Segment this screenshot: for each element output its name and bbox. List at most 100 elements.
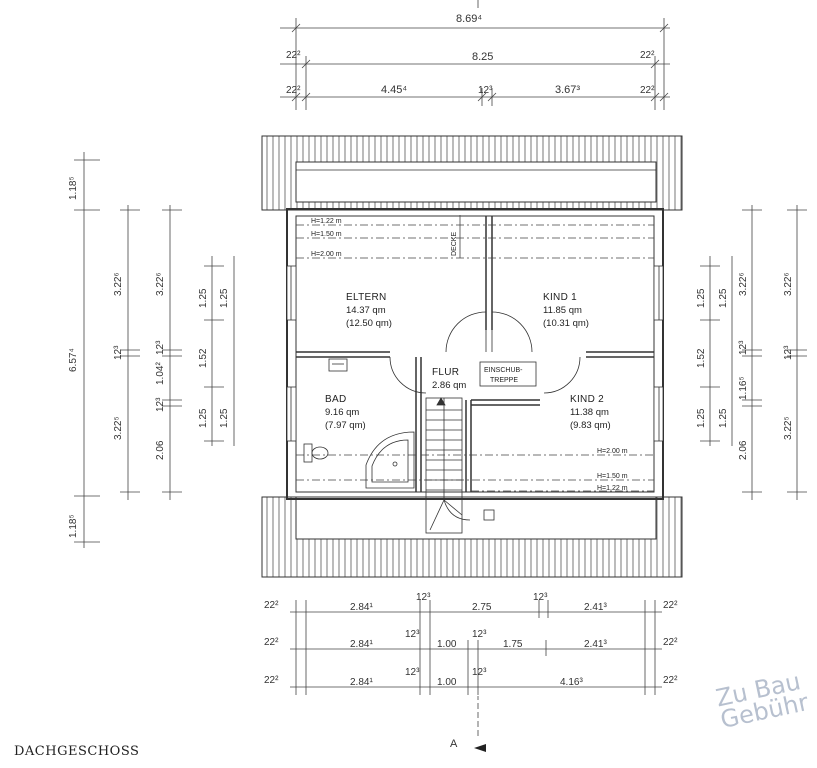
dim-right-c4-0: 3.22⁶: [783, 272, 794, 296]
dim-left-c4-1: 1.52: [198, 348, 209, 368]
height-label-150-top: H=1.50 m: [311, 231, 342, 238]
height-label-122-bottom: H=1.22 m: [597, 485, 628, 492]
dim-left-c3-2: 1.04²: [155, 362, 166, 385]
dim-top-total: 8.69⁴: [456, 13, 482, 25]
dim-bot-r1-4: 12³: [533, 592, 548, 603]
dim-top-r2-right: 22²: [640, 50, 655, 61]
dim-right-c2-0: 1.25: [718, 288, 729, 308]
ceiling-label: DECKE: [451, 232, 458, 256]
room-bad-area2: (7.97 qm): [325, 420, 366, 431]
dim-top-r3-b: 3.67³: [555, 84, 580, 96]
dim-left-c1-1: 6.57⁴: [68, 348, 79, 372]
dim-bot-r1-0: 22²: [264, 600, 279, 611]
dim-right-c3-0: 3.22⁶: [738, 272, 749, 296]
section-arrow-icon: [474, 744, 486, 752]
dim-left-c2-0: 3.22⁶: [113, 272, 124, 296]
room-bad-name: BAD: [325, 394, 346, 405]
roof-overhang-bottom: [261, 496, 683, 578]
room-eltern-area2: (12.50 qm): [346, 318, 392, 329]
dim-top-r3-right: 22²: [640, 85, 655, 96]
dim-left-c5-1: 1.25: [219, 408, 230, 428]
room-kind1-name: KIND 1: [543, 292, 577, 303]
room-labels: ELTERN 14.37 qm (12.50 qm) KIND 1 11.85 …: [325, 292, 611, 431]
slope-lines: [296, 215, 654, 492]
room-eltern-area: 14.37 qm: [346, 305, 386, 316]
room-bad-area: 9.16 qm: [325, 407, 359, 418]
dim-bot-r2-5: 1.75: [503, 639, 523, 650]
bottom-dimensions: [290, 600, 662, 736]
room-kind1-area: 11.85 qm: [543, 305, 582, 316]
right-dimensions: [700, 205, 807, 500]
dim-left-c3-4: 2.06: [155, 440, 166, 460]
dim-right-c2-1: 1.25: [718, 408, 729, 428]
height-label-200-top: H=2.00 m: [311, 251, 342, 258]
dim-left-c1-2: 1.18⁵: [68, 514, 79, 538]
dim-bot-r1-3: 2.75: [472, 602, 492, 613]
dim-bot-r2-4: 12³: [472, 629, 487, 640]
staircase: [425, 397, 495, 534]
dim-bot-r1-1: 2.84¹: [350, 602, 373, 613]
bathroom-fixtures: [303, 358, 415, 489]
room-kind2-name: KIND 2: [570, 394, 604, 405]
dim-left-c1-0: 1.18⁵: [68, 176, 79, 200]
windows: [286, 265, 664, 442]
room-kind2-area2: (9.83 qm): [570, 420, 611, 431]
height-label-200-bottom: H=2.00 m: [597, 448, 628, 455]
dim-bot-r1-5: 2.41³: [584, 602, 607, 613]
dim-bot-r1-6: 22²: [663, 600, 678, 611]
stair-label-line2: TREPPE: [490, 377, 518, 384]
stair-label-line1: EINSCHUB-: [484, 367, 523, 374]
room-kind2-area: 11.38 qm: [570, 407, 609, 418]
dim-bot-r2-2: 12³: [405, 629, 420, 640]
dim-bot-r2-6: 2.41³: [584, 639, 607, 650]
dim-bot-r3-5: 4.16³: [560, 677, 583, 688]
top-dimension-labels: 8.69⁴ 22² 8.25 22² 22² 4.45⁴ 12³ 3.67³ 2…: [286, 13, 655, 96]
roof-overhang-top: [261, 135, 683, 211]
dim-right-c3-2: 1.16⁵: [738, 376, 749, 400]
dim-bot-r3-1: 2.84¹: [350, 677, 373, 688]
dim-bot-r3-3: 1.00: [437, 677, 457, 688]
room-flur-name: FLUR: [432, 367, 459, 378]
dim-left-c2-2: 3.22⁵: [113, 416, 124, 440]
height-label-150-bottom: H=1.50 m: [597, 473, 628, 480]
room-flur-area: 2.86 qm: [432, 380, 466, 391]
left-dimensions: [74, 152, 235, 548]
section-marker-label: A: [450, 738, 458, 750]
dim-left-c5-0: 1.25: [219, 288, 230, 308]
room-kind1-area2: (10.31 qm): [543, 318, 589, 329]
walls: [286, 208, 664, 500]
dim-left-c3-3: 12³: [155, 397, 166, 412]
dim-left-c2-1: 12³: [113, 345, 124, 360]
dim-bot-r2-3: 1.00: [437, 639, 457, 650]
dim-top-r2-left: 22²: [286, 50, 301, 61]
drawing-title: DACHGESCHOSS: [14, 744, 140, 759]
dim-top-r2-mid: 8.25: [472, 51, 493, 63]
dim-left-c3-0: 3.22⁶: [155, 272, 166, 296]
dim-bot-r2-0: 22²: [264, 637, 279, 648]
door-swings: [389, 311, 581, 394]
annotation-labels: EINSCHUB- TREPPE DECKE H=1.22 m H=1.50 m…: [311, 218, 628, 492]
dim-bot-r2-7: 22²: [663, 637, 678, 648]
dim-left-c3-1: 12³: [155, 340, 166, 355]
top-dimensions: [280, 0, 670, 110]
dim-bot-r3-2: 12³: [405, 667, 420, 678]
dim-right-c4-2: 3.22⁵: [783, 416, 794, 440]
dim-top-r3-mid: 12³: [478, 85, 493, 96]
height-label-122-top: H=1.22 m: [311, 218, 342, 225]
dim-bot-r3-6: 22²: [663, 675, 678, 686]
dim-right-c1-0: 1.25: [696, 288, 707, 308]
right-dimension-labels: 1.25 1.52 1.25 1.25 1.25 3.22⁶ 12³ 1.16⁵…: [696, 272, 794, 460]
dim-top-r3-a: 4.45⁴: [381, 84, 407, 96]
dim-top-r3-left: 22²: [286, 85, 301, 96]
dim-left-c4-0: 1.25: [198, 288, 209, 308]
dim-left-c4-2: 1.25: [198, 408, 209, 428]
dim-right-c1-1: 1.52: [696, 348, 707, 368]
dim-right-c4-1: 12³: [783, 345, 794, 360]
left-dimension-labels: 1.18⁵ 6.57⁴ 1.18⁵ 3.22⁶ 12³ 3.22⁵ 3.22⁶ …: [68, 176, 230, 538]
dim-right-c1-2: 1.25: [696, 408, 707, 428]
bottom-dimension-labels: 22² 2.84¹ 12³ 2.75 12³ 2.41³ 22² 22² 2.8…: [264, 592, 678, 688]
room-eltern-name: ELTERN: [346, 292, 387, 303]
dim-bot-r2-1: 2.84¹: [350, 639, 373, 650]
dim-bot-r3-0: 22²: [264, 675, 279, 686]
